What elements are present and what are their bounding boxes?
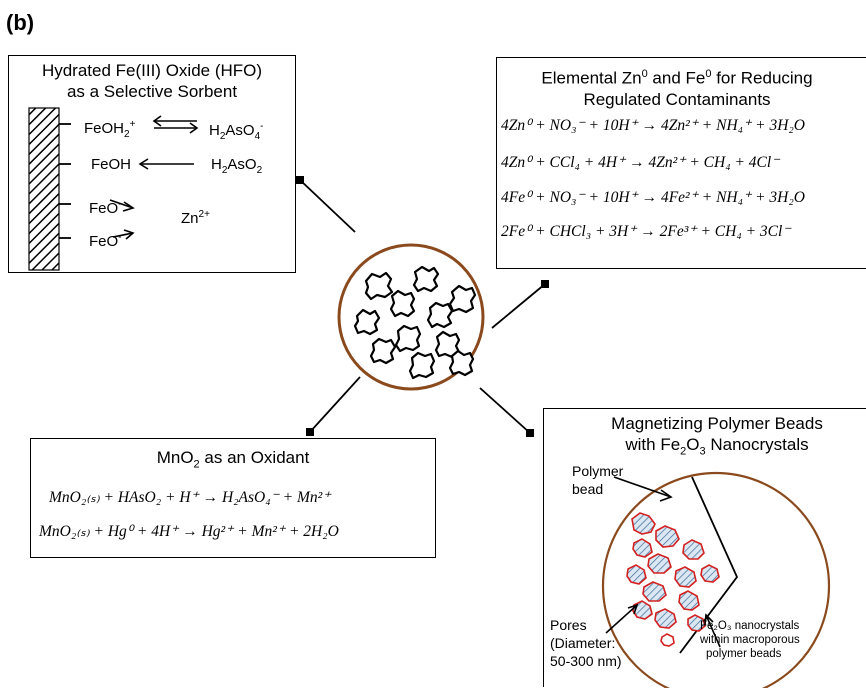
zvi-title-line1: Elemental Zn0 and Fe0 for Reducing <box>541 68 813 88</box>
hfo-title-line2: as a Selective Sorbent <box>66 82 238 101</box>
connector-lines <box>299 179 546 434</box>
nanocrystals <box>626 512 720 647</box>
hatched-surface <box>28 107 60 271</box>
mno2-title: MnO2 as an Oxidant <box>156 448 310 471</box>
hfo-box: Hydrated Fe(III) Oxide (HFO) as a Select… <box>8 55 296 273</box>
nano-label-1: Fe₂O₃ nanocrystals <box>700 620 800 632</box>
magnet-box: Magnetizing Polymer Beads with Fe2O3 Nan… <box>543 408 866 688</box>
connector-hfo <box>299 179 356 233</box>
bead-particles <box>353 265 477 380</box>
hfo-arrows <box>109 115 199 240</box>
mno2-equation-1: MnO₂₍ₛ₎ + HAsO₂ + H⁺ → H₂AsO₄⁻ + Mn²⁺ <box>49 489 331 506</box>
pores-label-3: 50-300 nm) <box>550 653 622 669</box>
zvi-equation-3: 4Fe⁰ + NO₃⁻ + 10H⁺ → 4Fe²⁺ + NH₄⁺ + 3H₂O <box>501 189 805 206</box>
hfo-title-line1: Hydrated Fe(III) Oxide (HFO) <box>41 61 263 80</box>
hfo-row3-left: FeO- <box>89 199 122 217</box>
magnet-arrows <box>605 476 721 648</box>
nano-label-3: polymer beads <box>706 648 782 660</box>
panel-label: (b) <box>6 10 35 35</box>
zvi-box: Elemental Zn0 and Fe0 for Reducing Regul… <box>496 57 866 269</box>
hfo-row2-right: H2AsO2 <box>211 156 263 176</box>
hfo-diagram <box>28 107 199 271</box>
connector-mno2 <box>309 376 361 433</box>
hfo-row1-left: FeOH2+ <box>84 119 136 140</box>
magnet-title-line2: with Fe2O3 Nanocrystals <box>625 435 809 458</box>
zvi-equation-2: 4Zn⁰ + CCl₄ + 4H⁺ → 4Zn²⁺ + CH₄ + 4Cl⁻ <box>501 154 780 171</box>
zvi-equation-1: 4Zn⁰ + NO₃⁻ + 10H⁺ → 4Zn²⁺ + NH₄⁺ + 3H₂O <box>501 117 805 134</box>
magnet-diagram <box>601 471 831 688</box>
polymer-label-2: bead <box>572 481 604 497</box>
mno2-box: MnO2 as an Oxidant MnO₂₍ₛ₎ + HAsO₂ + H⁺ … <box>30 438 436 558</box>
connector-zvi <box>491 283 546 329</box>
zvi-title-line2: Regulated Contaminants <box>583 89 771 109</box>
hfo-row1-right: H2AsO4- <box>209 121 264 142</box>
pores-label-2: (Diameter: <box>550 635 616 651</box>
hfo-row2-left: FeOH <box>91 156 132 173</box>
polymer-label-1: Polymer <box>572 463 624 479</box>
connector-magnet <box>479 387 531 434</box>
hfo-row4-left: FeO- <box>89 232 122 250</box>
mno2-equation-2: MnO₂₍ₛ₎ + Hg⁰ + 4H⁺ → Hg²⁺ + Mn²⁺ + 2H₂O <box>39 523 339 540</box>
central-bead <box>337 243 485 391</box>
hfo-row3-right: Zn2+ <box>181 209 210 227</box>
pores-label-1: Pores <box>550 617 587 633</box>
magnet-title-line1: Magnetizing Polymer Beads <box>611 414 823 433</box>
zvi-equation-4: 2Fe⁰ + CHCl₃ + 3H⁺ → 2Fe³⁺ + CH₄ + 3Cl⁻ <box>501 223 791 240</box>
nano-label-2: within macroporous <box>700 634 800 646</box>
connector-dots <box>296 176 549 437</box>
